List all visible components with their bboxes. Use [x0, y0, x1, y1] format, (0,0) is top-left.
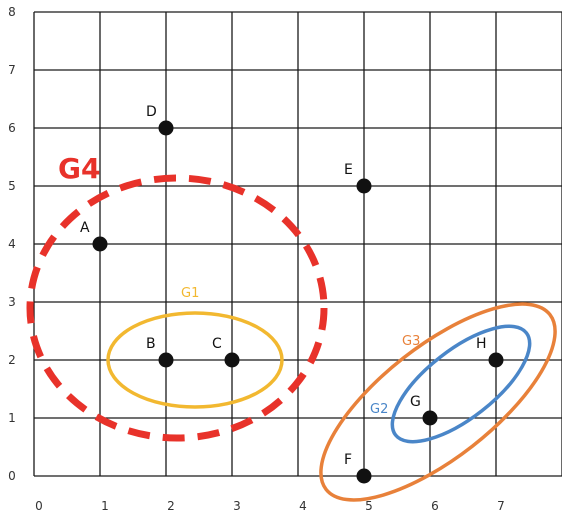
point-label-b: B — [146, 336, 156, 352]
y-tick-label: 8 — [8, 5, 16, 19]
point-b — [158, 352, 174, 368]
point-d — [158, 120, 174, 136]
group-g3-boundary — [319, 302, 557, 502]
points: A B C D E F G H — [80, 104, 504, 484]
point-c — [224, 352, 240, 368]
x-tick-label: 2 — [167, 499, 175, 513]
point-label-d: D — [146, 104, 157, 120]
grid — [33, 11, 562, 477]
y-tick-label: 3 — [8, 295, 16, 309]
y-tick-label: 7 — [8, 63, 16, 77]
point-label-c: C — [212, 336, 222, 352]
point-f — [356, 468, 372, 484]
y-tick-label: 5 — [8, 179, 16, 193]
group-g2-boundary — [390, 324, 532, 444]
x-tick-label: 7 — [497, 499, 505, 513]
point-label-e: E — [344, 162, 353, 178]
point-label-f: F — [344, 452, 352, 468]
group-g4-boundary — [26, 174, 328, 442]
x-tick-label: 3 — [233, 499, 241, 513]
point-label-a: A — [80, 220, 90, 236]
y-tick-label: 0 — [8, 469, 16, 483]
group-g1-label: G1 — [181, 286, 199, 301]
point-label-h: H — [476, 336, 487, 352]
axis-ticks: 0 1 2 3 4 5 6 7 0 1 2 3 4 5 6 7 8 — [8, 5, 505, 513]
x-tick-label: 0 — [35, 499, 43, 513]
x-tick-label: 5 — [365, 499, 373, 513]
point-g — [422, 410, 438, 426]
point-label-g: G — [410, 394, 421, 410]
y-tick-label: 1 — [8, 411, 16, 425]
x-tick-label: 1 — [101, 499, 109, 513]
y-tick-label: 4 — [8, 237, 16, 251]
point-e — [356, 178, 372, 194]
group-g3-label: G3 — [402, 334, 420, 349]
x-tick-label: 4 — [299, 499, 307, 513]
y-tick-label: 6 — [8, 121, 16, 135]
group-g2-label: G2 — [370, 402, 388, 417]
point-h — [488, 352, 504, 368]
x-tick-label: 6 — [431, 499, 439, 513]
group-g1-boundary — [106, 311, 284, 409]
y-tick-label: 2 — [8, 353, 16, 367]
group-g4-label: G4 — [58, 152, 100, 185]
point-a — [92, 236, 108, 252]
